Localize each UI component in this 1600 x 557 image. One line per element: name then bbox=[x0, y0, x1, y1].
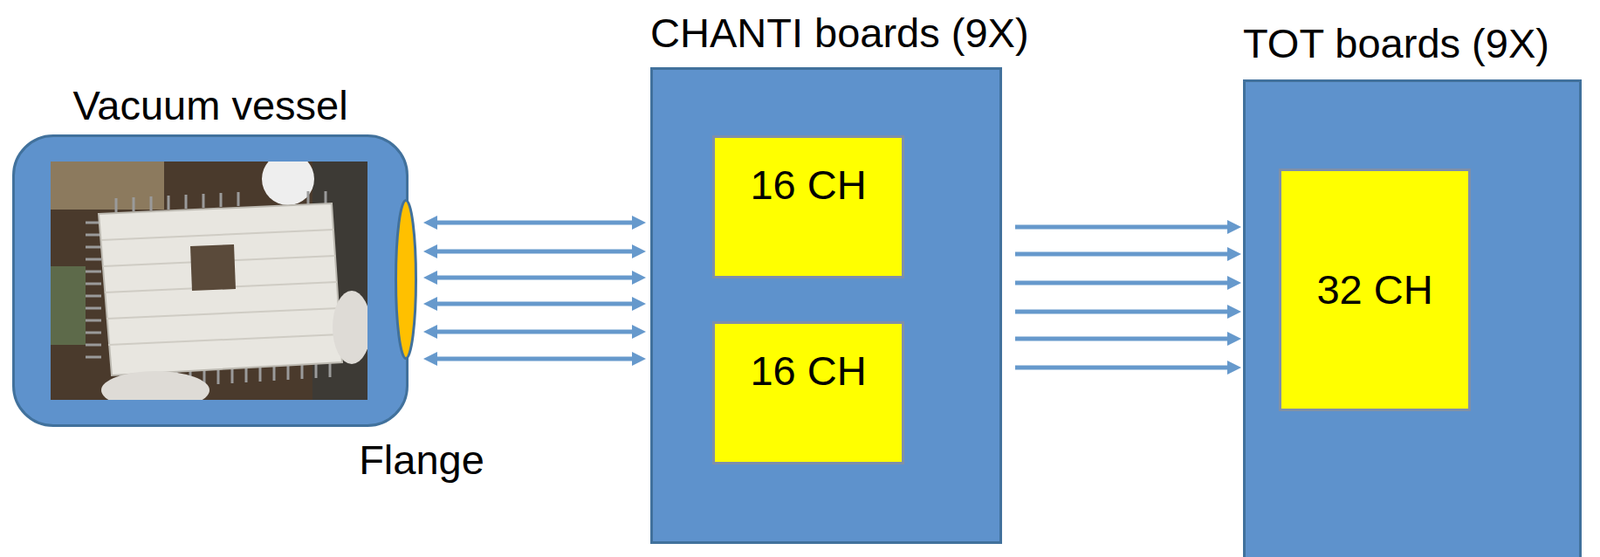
channel-label: 32 CH bbox=[1316, 266, 1433, 314]
signal-arrow bbox=[1015, 281, 1230, 286]
heading-label: Vacuum vessel bbox=[72, 82, 348, 130]
signal-arrow bbox=[435, 220, 634, 226]
flange-ellipse: Flange bbox=[394, 199, 418, 360]
photo-panel bbox=[98, 203, 343, 376]
flange-shape bbox=[396, 200, 417, 359]
signal-arrow bbox=[1015, 252, 1230, 257]
signal-arrow bbox=[1015, 336, 1230, 342]
photo-slats bbox=[101, 229, 341, 345]
signal-arrow bbox=[435, 357, 634, 362]
flange-outline bbox=[394, 199, 418, 360]
signal-arrow bbox=[435, 249, 634, 255]
detector-photo bbox=[50, 161, 368, 400]
board-crate: 32 CHTOT boards (9X) bbox=[1242, 79, 1582, 557]
photo-glove bbox=[261, 161, 315, 206]
heading-label: TOT boards (9X) bbox=[1242, 20, 1550, 68]
signal-arrow bbox=[1015, 365, 1230, 371]
channel-label: 16 CH bbox=[749, 161, 866, 209]
signal-arrow bbox=[1015, 225, 1230, 230]
photo-glove bbox=[332, 290, 368, 364]
channel-block: 32 CH bbox=[1278, 168, 1471, 412]
signal-arrow bbox=[435, 329, 634, 335]
heading-label: CHANTI boards (9X) bbox=[650, 9, 1030, 57]
channel-label: 16 CH bbox=[749, 347, 866, 395]
signal-arrow bbox=[435, 275, 634, 281]
signal-arrow bbox=[435, 302, 634, 307]
photo-hole bbox=[190, 244, 236, 291]
board-crate: 16 CH16 CHCHANTI boards (9X) bbox=[650, 67, 1003, 544]
vacuum-vessel: Vacuum vessel bbox=[12, 134, 409, 427]
photo-background bbox=[50, 161, 368, 400]
photo-glove bbox=[101, 370, 210, 400]
channel-block: 16 CH bbox=[712, 321, 905, 465]
signal-arrow bbox=[1015, 309, 1230, 315]
photo-object bbox=[50, 266, 86, 345]
channel-block: 16 CH bbox=[712, 135, 905, 279]
heading-label: Flange bbox=[358, 436, 485, 484]
photo-bench bbox=[50, 161, 165, 210]
